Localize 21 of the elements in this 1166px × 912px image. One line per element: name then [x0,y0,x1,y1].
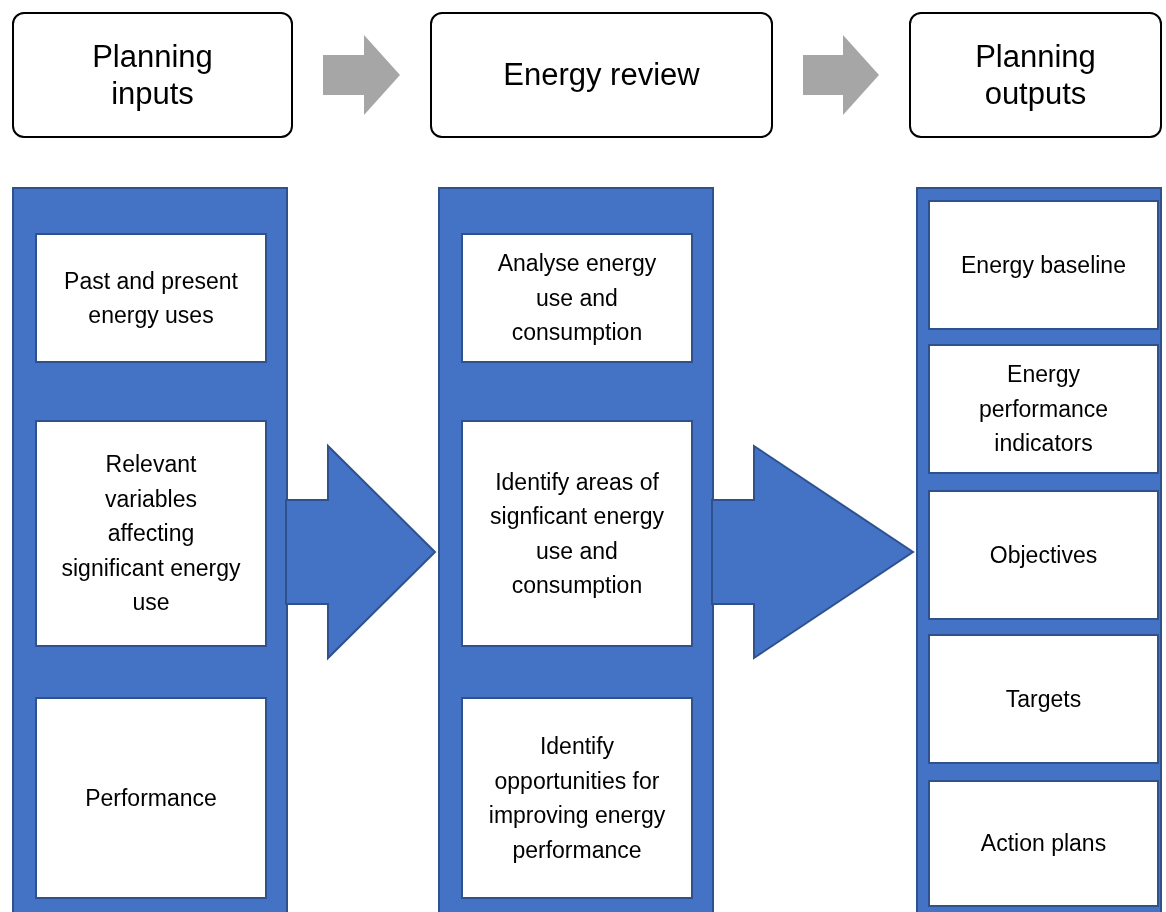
stage-box: Energy review [430,12,773,138]
step-box: Analyse energy use and consumption [461,233,693,363]
step-box: Targets [928,634,1159,764]
step-box: Objectives [928,490,1159,620]
block-arrow [711,444,915,660]
step-box: Identify areas of signficant energy use and consumption [461,420,693,647]
step-box: Performance [35,697,267,899]
step-box: Identify opportunities for improving energy performance [461,697,693,899]
stage-box: Planning outputs [909,12,1162,138]
step-box: Past and present energy uses [35,233,267,363]
column-panel [916,187,1162,912]
step-box: Energy baseline [928,200,1159,330]
stage-box: Planning inputs [12,12,293,138]
step-box: Energy performance indicators [928,344,1159,474]
step-box: Action plans [928,780,1159,907]
column-panel [12,187,288,912]
block-arrow [285,443,437,661]
block-arrow [323,35,400,115]
step-box: Relevant variables affecting significant energy use [35,420,267,647]
column-panel [438,187,714,912]
block-arrow [803,35,879,115]
